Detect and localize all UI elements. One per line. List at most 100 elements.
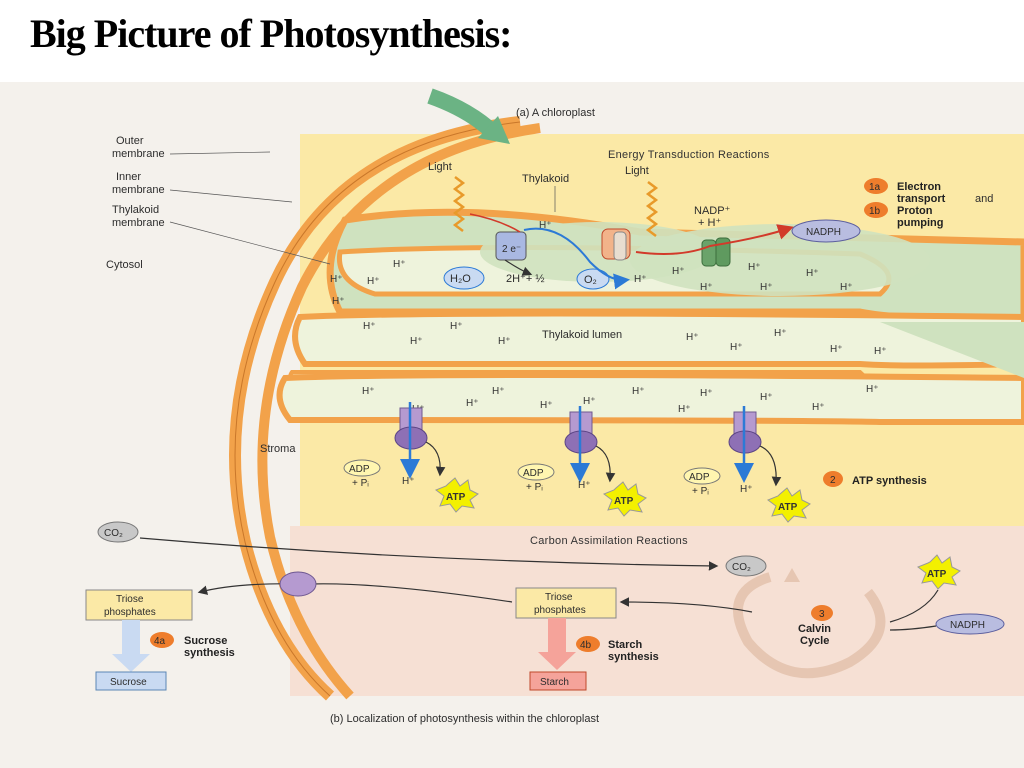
h2o-bubble [443, 266, 485, 290]
part-b-caption: (b) Localization of photosynthesis withi… [330, 713, 599, 725]
atp-synthesis-label: ATP synthesis [852, 475, 927, 487]
svg-text:3: 3 [819, 609, 825, 620]
adp-label-2: ADP [523, 468, 544, 479]
co2-import-arrow [139, 537, 719, 571]
thylakoid-label: Thylakoid [522, 173, 569, 185]
svg-text:H⁺: H⁺ [393, 259, 406, 270]
svg-text:H⁺: H⁺ [540, 400, 553, 411]
cytochrome-complex [601, 228, 631, 261]
atp-synthase-2 [564, 406, 616, 483]
starch-box [529, 671, 587, 691]
triose-stroma-box [515, 587, 617, 619]
svg-text:phosphates: phosphates [104, 607, 156, 618]
svg-text:H⁺: H⁺ [730, 342, 743, 353]
triose-cytosol-box [85, 589, 193, 621]
proton-pumping-label: Proton [897, 205, 933, 217]
svg-text:pumping: pumping [897, 217, 943, 229]
step-1b-badge [864, 202, 888, 218]
svg-text:H⁺: H⁺ [686, 332, 699, 343]
svg-text:H⁺: H⁺ [774, 328, 787, 339]
svg-text:H⁺: H⁺ [634, 274, 647, 285]
sucrose-synthesis-label: Sucrose [184, 635, 227, 647]
co2-cytosol [97, 521, 139, 543]
svg-text:+ Pᵢ: + Pᵢ [352, 478, 369, 489]
photosystem-ii: 2 e⁻ [495, 231, 527, 261]
atp-star-3 [766, 487, 811, 523]
chloroplast-diagram: (a) A chloroplast Energy Transduction Re… [0, 82, 1024, 768]
thylakoid-disc-3 [276, 372, 1024, 425]
svg-text:H⁺: H⁺ [812, 402, 825, 413]
cytosol-label: Cytosol [106, 259, 143, 271]
svg-text:2: 2 [830, 475, 836, 486]
svg-text:H⁺: H⁺ [402, 476, 415, 487]
svg-text:CO₂: CO₂ [732, 562, 751, 573]
svg-text:H⁺: H⁺ [330, 274, 343, 285]
svg-text:H⁺: H⁺ [748, 262, 761, 273]
svg-text:H⁺: H⁺ [367, 276, 380, 287]
water-split-label: 2H⁺+ ½ [506, 273, 545, 285]
svg-text:synthesis: synthesis [608, 651, 659, 663]
svg-text:NADPH: NADPH [950, 620, 985, 631]
thylakoid-membrane-label: Thylakoid [112, 204, 159, 216]
proton-labels: H⁺ H⁺ H⁺ H⁺ H⁺ H⁺ H⁺ H⁺ H⁺ H⁺ H⁺ H⁺ H⁺ H… [330, 220, 887, 415]
svg-text:1b: 1b [869, 206, 881, 217]
svg-text:membrane: membrane [112, 148, 165, 160]
svg-text:Starch: Starch [540, 677, 569, 688]
svg-text:H⁺: H⁺ [760, 282, 773, 293]
thylakoid-lumen-label: Thylakoid lumen [542, 329, 622, 341]
light-wave-2 [645, 181, 659, 237]
svg-text:Sucrose: Sucrose [110, 677, 147, 688]
svg-text:H₂O: H₂O [450, 273, 471, 285]
svg-text:ATP: ATP [927, 569, 947, 580]
svg-text:membrane: membrane [112, 217, 165, 229]
svg-text:H⁺: H⁺ [740, 484, 753, 495]
svg-text:H⁺: H⁺ [450, 321, 463, 332]
svg-text:H⁺: H⁺ [874, 346, 887, 357]
light-label-1: Light [428, 161, 452, 173]
svg-text:H⁺: H⁺ [632, 386, 645, 397]
electron-transport-label: Electron [897, 181, 941, 193]
svg-text:H⁺: H⁺ [700, 282, 713, 293]
svg-text:H⁺: H⁺ [492, 386, 505, 397]
svg-text:H⁺: H⁺ [466, 398, 479, 409]
svg-text:Triose: Triose [116, 594, 144, 605]
svg-text:H⁺: H⁺ [363, 321, 376, 332]
svg-text:ATP: ATP [778, 502, 798, 513]
adp-label-1: ADP [349, 464, 370, 475]
step-3-badge [811, 605, 833, 621]
thylakoid-disc-2 [292, 310, 1024, 369]
svg-text:Cycle: Cycle [800, 635, 829, 647]
step-4a-badge [150, 632, 174, 648]
svg-text:H⁺: H⁺ [362, 386, 375, 397]
svg-text:H⁺: H⁺ [583, 396, 596, 407]
sucrose-box [95, 671, 167, 691]
atp-star-1 [434, 477, 479, 513]
svg-text:H⁺: H⁺ [830, 344, 843, 355]
outer-membrane-label: Outer [116, 135, 144, 147]
inner-membrane-label: Inner [116, 171, 141, 183]
starch-synthesis-label: Starch [608, 639, 643, 651]
svg-text:H⁺: H⁺ [672, 266, 685, 277]
two-electrons: 2 e⁻ [502, 244, 521, 255]
svg-text:H⁺: H⁺ [332, 296, 345, 307]
svg-text:H⁺: H⁺ [498, 336, 511, 347]
svg-text:phosphates: phosphates [534, 605, 586, 616]
svg-text:4b: 4b [580, 640, 592, 651]
svg-text:and: and [975, 193, 993, 205]
svg-text:synthesis: synthesis [184, 647, 235, 659]
svg-text:1a: 1a [869, 182, 881, 193]
calvin-atp-star [916, 554, 961, 590]
svg-text:H⁺: H⁺ [700, 388, 713, 399]
electron-path-arrow [523, 227, 630, 290]
light-label-2: Light [625, 165, 649, 177]
step-2-badge [823, 471, 843, 487]
triose-transporter [279, 571, 317, 597]
svg-text:H⁺: H⁺ [806, 268, 819, 279]
step-4b-badge [576, 636, 600, 652]
svg-text:H⁺: H⁺ [678, 404, 691, 415]
slide-title: Big Picture of Photosynthesis: [30, 11, 512, 56]
atp-synthase-3 [728, 406, 782, 487]
svg-text:4a: 4a [154, 636, 166, 647]
svg-text:H⁺: H⁺ [840, 282, 853, 293]
o2-label: O₂ [584, 274, 597, 286]
